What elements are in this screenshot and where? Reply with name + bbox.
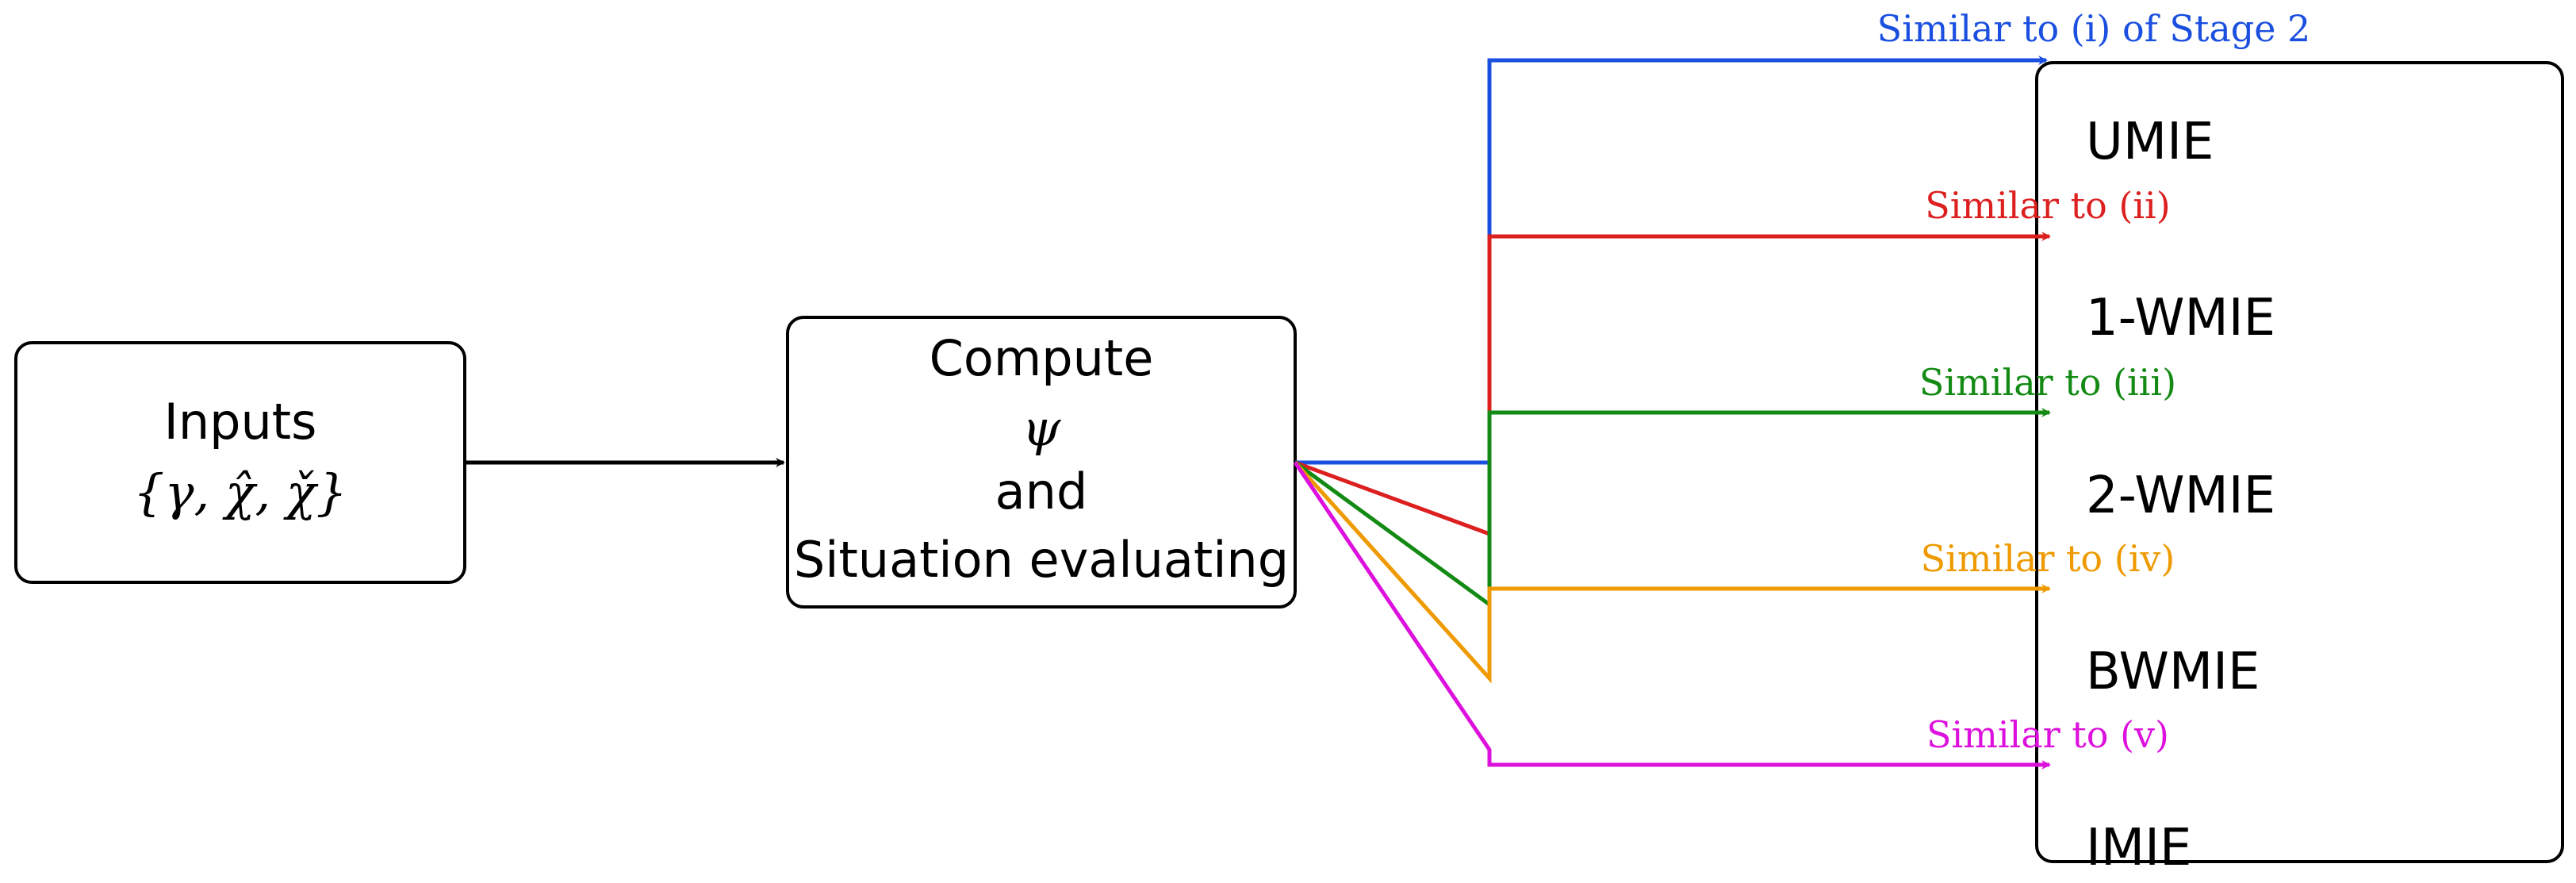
- arrow-iii-label: Similar to (iii): [1919, 361, 2176, 404]
- arrow-ii-label: Similar to (ii): [1925, 184, 2170, 227]
- inputs-title: Inputs: [164, 393, 317, 451]
- arrow-ii: Similar to (ii): [1294, 184, 2171, 537]
- output-item-imie: IMIE: [2086, 819, 2191, 877]
- output-item-umie: UMIE: [2086, 113, 2214, 171]
- arrow-v-path: [1293, 461, 2051, 770]
- arrow-iv-path: [1294, 461, 2051, 684]
- output-item-1-wmie: 1-WMIE: [2086, 289, 2275, 347]
- compute-line-compute: Compute: [930, 329, 1154, 387]
- output-item-bwmie: BWMIE: [2086, 643, 2260, 701]
- arrow-v-label: Similar to (v): [1926, 713, 2169, 756]
- inputs-node: Inputs {γ, χ̂, χ̌}: [14, 341, 466, 584]
- compute-line-and: and: [995, 463, 1088, 520]
- inputs-formula: {γ, χ̂, χ̌}: [133, 463, 347, 521]
- arrow-iii-path: [1294, 408, 2051, 609]
- outputs-box: [2035, 61, 2564, 863]
- arrow-v: Similar to (v): [1293, 461, 2169, 770]
- inputs-box: [14, 341, 466, 584]
- compute-line-psi: ψ: [1022, 399, 1062, 457]
- arrow-stage2-i: Similar to (i) of Stage 2: [1295, 7, 2311, 465]
- arrow-iii: Similar to (iii): [1294, 361, 2176, 609]
- compute-line-situation: Situation evaluating: [794, 531, 1289, 589]
- compute-node: Compute ψ and Situation evaluating: [786, 316, 1297, 609]
- arrow-ii-path: [1294, 232, 2051, 537]
- output-item-2-wmie: 2-WMIE: [2086, 466, 2275, 525]
- arrow-iv-label: Similar to (iv): [1921, 537, 2175, 580]
- arrow-stage2-i-label: Similar to (i) of Stage 2: [1877, 7, 2311, 50]
- arrow-iv: Similar to (iv): [1294, 461, 2175, 684]
- outputs-node: UMIE 1-WMIE 2-WMIE BWMIE IMIE: [2035, 61, 2564, 877]
